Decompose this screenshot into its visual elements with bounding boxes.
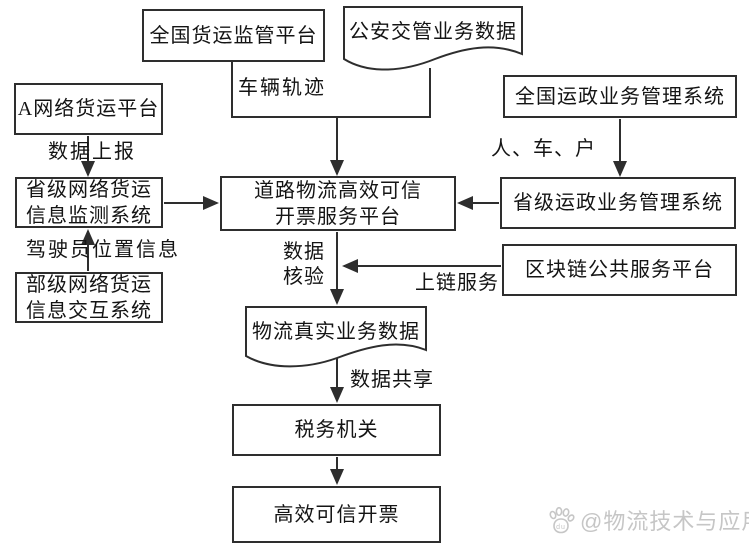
edge-label-data-verify-line1: 数据 <box>283 241 325 263</box>
node-national-freight-platform: 全国货运监管平台 <box>142 9 325 62</box>
node-label: 区块链公共服务平台 <box>525 259 714 281</box>
node-national-transport-system: 全国运政业务管理系统 <box>503 75 737 118</box>
node-label: 省级运政业务管理系统 <box>513 192 723 214</box>
node-tax-authority: 税务机关 <box>232 404 441 456</box>
node-label-line1: 部级网络货运 <box>26 273 152 296</box>
edge-label-driver-location: 驾驶员位置信息 <box>26 239 180 261</box>
edge-label-data-verify: 数据 核验 <box>281 240 327 290</box>
node-label-line1: 道路物流高效可信 <box>254 179 422 202</box>
edge-label-data-verify-line2: 核验 <box>283 266 325 288</box>
node-blockchain-public-service-platform: 区块链公共服务平台 <box>502 244 737 296</box>
node-label: A网络货运平台 <box>17 98 160 120</box>
node-police-traffic-data-document: 公安交管业务数据 <box>343 6 523 80</box>
baidu-paw-icon: du <box>549 506 575 534</box>
node-label-line2: 信息监测系统 <box>26 204 152 227</box>
node-label-line1: 省级网络货运 <box>26 178 152 201</box>
node-provincial-network-monitor-system: 省级网络货运 信息监测系统 <box>15 177 163 228</box>
watermark: du @物流技术与应用 <box>546 504 749 536</box>
node-trusted-invoicing: 高效可信开票 <box>232 486 441 543</box>
node-a-network-freight-platform: A网络货运平台 <box>14 83 163 135</box>
edge-label-data-report: 数据上报 <box>48 141 136 163</box>
node-label-line2: 开票服务平台 <box>275 205 401 228</box>
node-ministerial-network-exchange-system: 部级网络货运 信息交互系统 <box>15 272 163 323</box>
document-shape <box>343 6 523 71</box>
svg-text:du: du <box>556 524 566 531</box>
node-label: 物流真实业务数据 <box>252 321 420 343</box>
node-label: 高效可信开票 <box>273 503 400 526</box>
node-label: 公安交管业务数据 <box>349 21 517 43</box>
watermark-text: @物流技术与应用 <box>580 509 749 534</box>
edge-label-chain-service: 上链服务 <box>415 272 499 294</box>
node-label: 税务机关 <box>294 419 379 441</box>
node-real-logistics-data-document: 物流真实业务数据 <box>245 306 427 370</box>
document-shape <box>245 306 427 368</box>
edge-label-vehicle-track: 车辆轨迹 <box>238 77 326 99</box>
node-label: 全国货运监管平台 <box>149 24 318 47</box>
node-label-line2: 信息交互系统 <box>26 299 152 322</box>
node-trusted-invoice-service-platform: 道路物流高效可信 开票服务平台 <box>220 176 456 231</box>
node-label: 全国运政业务管理系统 <box>515 85 725 108</box>
node-provincial-transport-system: 省级运政业务管理系统 <box>500 177 736 229</box>
edge-label-person-vehicle-account: 人、车、户 <box>491 138 596 160</box>
edge-label-data-share: 数据共享 <box>350 369 434 391</box>
